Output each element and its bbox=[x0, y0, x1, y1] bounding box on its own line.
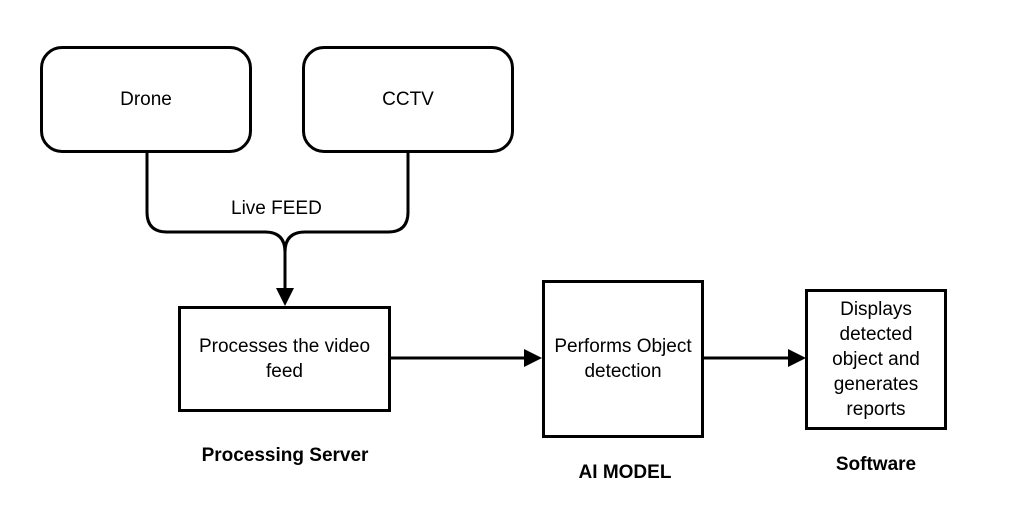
software-text: Displays detected object and generates r… bbox=[832, 299, 920, 420]
drone-node: Drone bbox=[40, 46, 252, 153]
software-caption: Software bbox=[835, 454, 917, 475]
drone-label: Drone bbox=[120, 89, 172, 110]
software-node: Displays detected object and generates r… bbox=[805, 289, 947, 430]
live-feed-arrowhead bbox=[276, 288, 294, 306]
cctv-connector bbox=[283, 152, 410, 290]
ai-model-text: Performs Object detection bbox=[554, 336, 692, 382]
drone-connector bbox=[145, 152, 287, 272]
live-feed-label: Live FEED bbox=[227, 198, 326, 220]
ai-model-caption: AI MODEL bbox=[578, 462, 672, 483]
cctv-node: CCTV bbox=[302, 46, 514, 153]
processing-server-caption: Processing Server bbox=[201, 445, 369, 466]
server-to-ai-arrowhead bbox=[524, 349, 542, 367]
processing-server-node: Processes the video feed bbox=[178, 306, 391, 412]
ai-model-node: Performs Object detection bbox=[542, 280, 704, 438]
cctv-label: CCTV bbox=[382, 89, 434, 110]
ai-to-software-arrowhead bbox=[788, 349, 806, 367]
processing-server-text: Processes the video feed bbox=[198, 336, 371, 382]
